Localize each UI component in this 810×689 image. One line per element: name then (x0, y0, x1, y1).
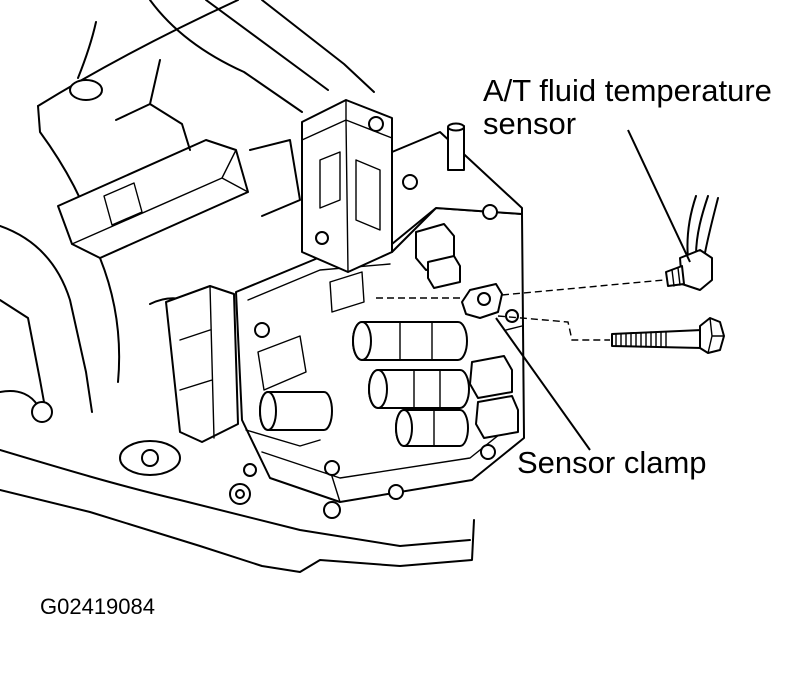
valve-body-bolt (480, 444, 496, 460)
figure-id: G02419084 (40, 594, 155, 619)
shift-solenoid-band (399, 321, 433, 361)
sensor-tip (665, 265, 685, 287)
clamp-bolt-thread (615, 331, 667, 348)
flange-bolt-hole (141, 449, 159, 467)
shift-solenoid-end (352, 321, 372, 361)
valve-body-bolt (482, 204, 498, 220)
solenoid-connector (475, 395, 519, 439)
flange-bolt-hole (323, 501, 341, 519)
valve-body-upper-plate (391, 131, 523, 245)
case-column (165, 285, 239, 443)
shift-solenoid-end (395, 409, 413, 447)
case-strap-detail (71, 149, 249, 245)
valve-body (235, 99, 525, 503)
solenoid-connector (427, 255, 461, 289)
case-left-face (0, 105, 97, 413)
valve-body-bolt (388, 484, 404, 500)
sensor-wire (686, 195, 719, 259)
case-flange (0, 449, 475, 573)
shift-solenoid-end (259, 391, 277, 431)
valve-body-bolt (254, 322, 270, 338)
breather-pipe-end (447, 122, 465, 132)
sensor-tip-thread (671, 267, 681, 287)
sensor-clamp-hole (477, 292, 491, 306)
valve-body-bolt (324, 460, 340, 476)
clamp-bolt-head-facet (707, 317, 725, 354)
valve-body-bolt (315, 231, 329, 245)
shift-solenoid-band (413, 369, 441, 409)
transmission-case (0, 0, 475, 573)
sensor-clamp (461, 283, 503, 319)
shift-solenoid-end (368, 369, 388, 409)
valve-body-bolt (243, 463, 257, 477)
sensor-leader-line (627, 129, 691, 263)
case-upper-edge (37, 0, 375, 113)
solenoid-connector (469, 355, 513, 399)
case-top-boss (69, 79, 103, 101)
clamp-leader-line (495, 317, 591, 451)
sensor-alignment-line (376, 279, 665, 299)
valve-body-bolt (505, 309, 519, 323)
fluid-temperature-sensor (665, 195, 719, 291)
valve-body-bolt (402, 174, 418, 190)
case-strap (57, 139, 249, 259)
case-column-detail (179, 285, 215, 439)
flange-bolt-hole (31, 401, 53, 423)
valve-body-bolt (368, 116, 384, 132)
valve-body-plate-detail (245, 263, 523, 503)
breather-pipe (447, 125, 465, 171)
clamp-label: Sensor clamp (517, 445, 707, 480)
valve-body-upper-column-detail (301, 99, 393, 273)
bolt-alignment-line (497, 315, 610, 341)
clamp-bolt (611, 317, 725, 354)
flange-bolt-hole-inner (235, 489, 245, 499)
sensor-label-line1: A/T fluid temperature (483, 73, 772, 108)
sensor-label-line2: sensor (483, 106, 576, 141)
